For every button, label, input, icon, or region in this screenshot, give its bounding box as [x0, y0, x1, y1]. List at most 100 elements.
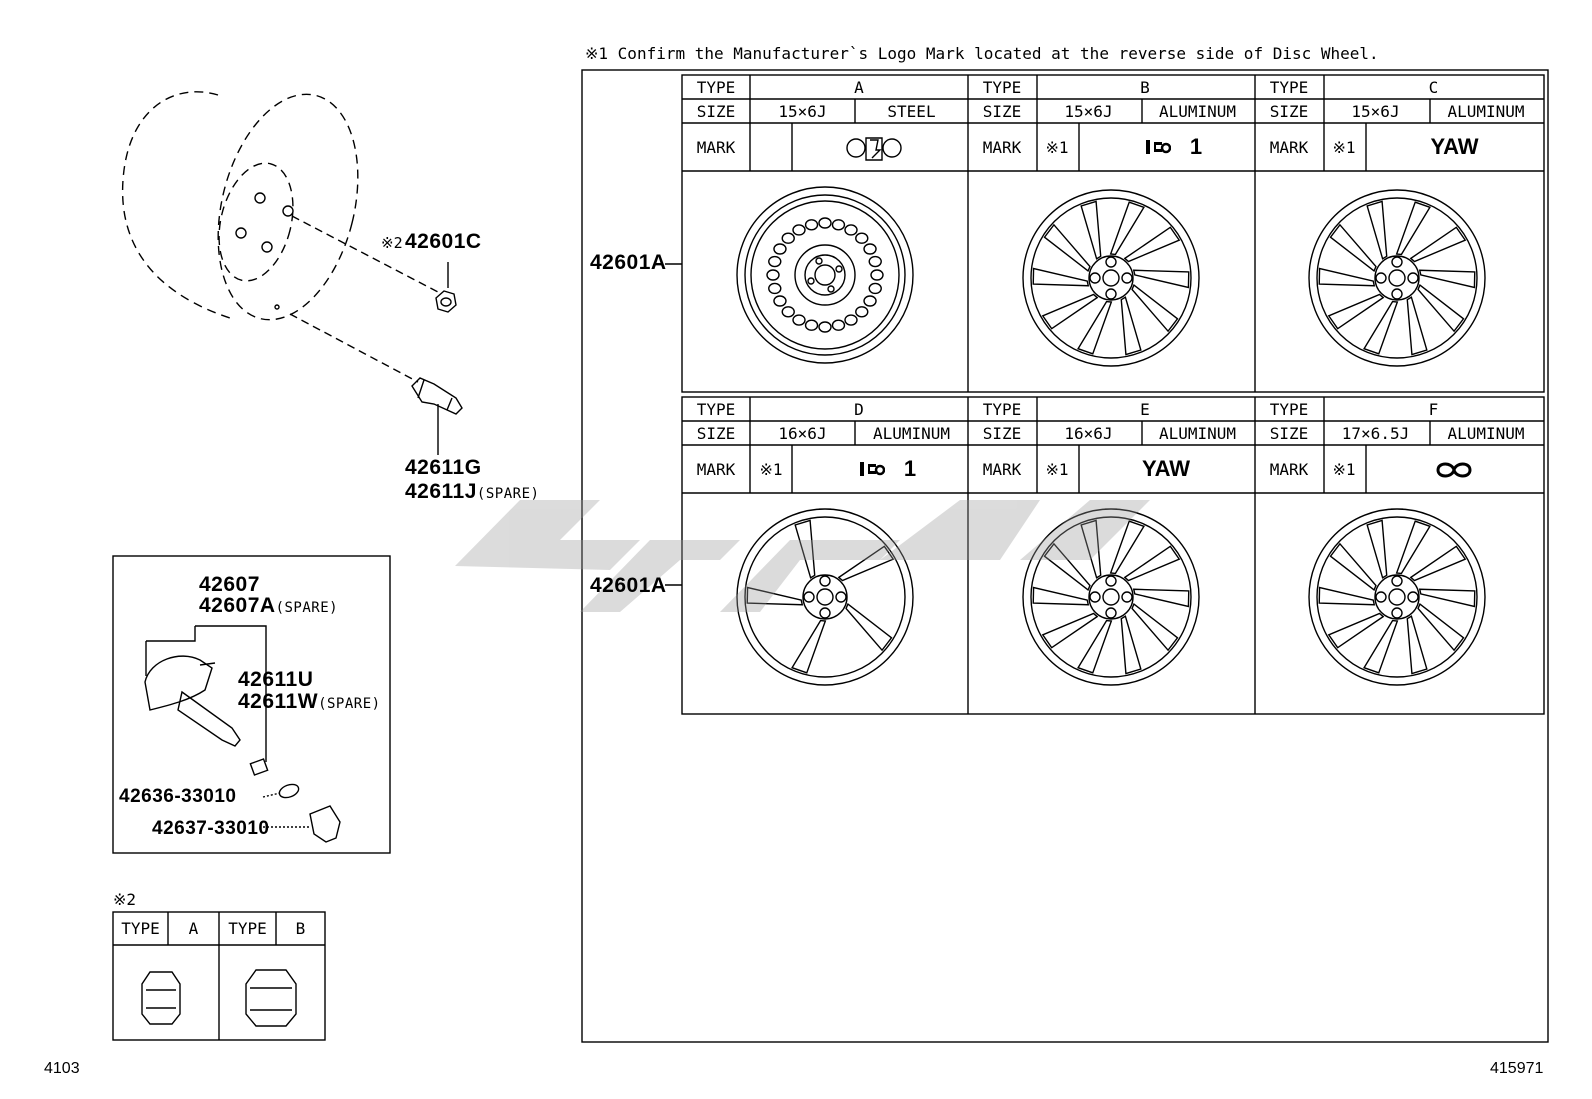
wheel-D-brand-logo-icon — [859, 460, 885, 478]
wheel-F-size-label: SIZE — [1269, 423, 1309, 443]
vent-hole — [868, 255, 882, 268]
vent-hole — [855, 232, 869, 244]
vent-hole — [768, 282, 782, 295]
wheel-D-material: ALUMINUM — [872, 423, 951, 443]
wheel-D-type-label: TYPE — [696, 399, 736, 419]
wheel-F-mark-ref: ※1 — [1332, 459, 1356, 479]
vent-hole — [768, 255, 782, 268]
wheel-F-type: F — [1428, 399, 1439, 419]
wheel-A-type-label: TYPE — [696, 77, 736, 97]
part-number-nut[interactable]: 42601C — [405, 230, 482, 253]
wheel-B-type: B — [1140, 77, 1150, 97]
vent-hole — [818, 321, 832, 333]
part-number-sensor[interactable]: 42607 — [199, 573, 260, 596]
wheel-E-mark: YAW — [1141, 456, 1191, 481]
wheel-F-material: ALUMINUM — [1447, 423, 1525, 443]
valve-stem-drawing — [411, 377, 463, 455]
wheel-E-mark-ref: ※1 — [1045, 459, 1069, 479]
footer-left-code: 4103 — [44, 1060, 80, 1077]
wheel-F-mark-label: MARK — [1269, 459, 1309, 479]
wheel-E-mark-label: MARK — [982, 459, 1022, 479]
lug-nut-drawing — [435, 262, 457, 313]
vent-hole — [792, 314, 806, 326]
wheel-F-size: 17×6.5J — [1341, 423, 1410, 443]
nut-type-b: B — [295, 919, 306, 938]
wheel-B-mark-label: MARK — [982, 137, 1022, 157]
part-number-wheel-row1[interactable]: 42601A — [590, 251, 667, 274]
vent-hole — [818, 217, 832, 229]
part-number-sensor-valve-spare[interactable]: 42611W(SPARE) — [238, 690, 381, 713]
nut-type-a: A — [188, 919, 199, 938]
wheel-D-size: 16×6J — [778, 423, 827, 443]
vent-hole — [855, 306, 869, 318]
wheel-A-mark-ref — [750, 123, 792, 171]
wheel-E-size-label: SIZE — [982, 423, 1022, 443]
wheel-D-size-label: SIZE — [696, 423, 736, 443]
wheel-C-type: C — [1428, 77, 1439, 97]
vent-hole — [831, 319, 846, 331]
hub-holes — [235, 192, 294, 310]
wheel-F-mark — [1365, 445, 1544, 493]
steel-logo-mark-icon — [846, 137, 902, 161]
wheel-F-alloy-drawing — [1308, 508, 1486, 686]
part-number-cap[interactable]: 42637-33010 — [152, 818, 270, 839]
wheel-F-type-label: TYPE — [1269, 399, 1309, 419]
wheel-A-material: STEEL — [887, 101, 936, 121]
wheel-C-size-label: SIZE — [1269, 101, 1309, 121]
wheel-C-size: 15×6J — [1351, 101, 1400, 121]
nut-ref-mark: ※2 — [381, 234, 403, 252]
part-number-valve[interactable]: 42611G — [405, 456, 482, 479]
vent-hole — [773, 295, 787, 307]
wheel-C-mark-label: MARK — [1269, 137, 1309, 157]
wheel-B-type-label: TYPE — [982, 77, 1022, 97]
vent-hole — [844, 314, 858, 326]
nut-type-table-lines — [112, 911, 326, 1041]
wheel-C-material: ALUMINUM — [1447, 101, 1525, 121]
vent-hole — [863, 295, 877, 307]
wheel-B-mark-ref: ※1 — [1045, 137, 1069, 157]
part-number-wheel-row2[interactable]: 42601A — [590, 574, 667, 597]
wheel-C-mark: YAW — [1430, 134, 1479, 159]
wheel-B-alloy-drawing — [1022, 189, 1200, 367]
wheel-B-size: 15×6J — [1064, 101, 1113, 121]
wheel-a-steel-drawing — [736, 186, 914, 364]
vent-hole — [781, 232, 795, 244]
wheel-A-type: A — [854, 77, 864, 97]
wheel-A-mark — [792, 123, 968, 171]
nut-type-label-a: TYPE — [121, 919, 160, 938]
wheel-D-mark-label: MARK — [696, 459, 736, 479]
vent-hole — [844, 224, 858, 236]
wheel-D-alloy-drawing — [736, 508, 914, 686]
wheel-B-mark: 1 — [1078, 123, 1284, 171]
tpms-sensor-drawing — [144, 625, 341, 843]
part-number-sensor-valve[interactable]: 42611U — [238, 668, 314, 691]
vent-hole — [766, 269, 780, 281]
wheel-C-alloy-drawing — [1308, 189, 1486, 367]
wheel-B-size-label: SIZE — [982, 101, 1022, 121]
vent-hole — [831, 219, 846, 231]
vent-hole — [804, 219, 819, 231]
part-number-washer[interactable]: 42636-33010 — [119, 786, 237, 807]
nut-type-label-b: TYPE — [228, 919, 267, 938]
wheel-A-size-label: SIZE — [696, 101, 736, 121]
wheel-B-brand-logo-icon — [1145, 138, 1171, 156]
wheel-drum — [121, 91, 359, 321]
footer-right-code: 415971 — [1490, 1060, 1544, 1077]
infinity-logo-mark-icon — [1436, 462, 1472, 478]
wheel-E-size: 16×6J — [1064, 423, 1113, 443]
wheel-E-type: E — [1140, 399, 1150, 419]
wheel-E-type-label: TYPE — [982, 399, 1022, 419]
wheel-C-mark-ref: ※1 — [1332, 137, 1356, 157]
wheel-E-material: ALUMINUM — [1158, 423, 1237, 443]
part-number-sensor-spare[interactable]: 42607A(SPARE) — [199, 594, 339, 617]
wheel-A-mark-label: MARK — [696, 137, 736, 157]
wheel-E-alloy-drawing — [1022, 508, 1200, 686]
wheel-table-grid — [681, 74, 1545, 715]
vent-hole — [781, 306, 795, 318]
part-number-valve-spare[interactable]: 42611J(SPARE) — [405, 480, 540, 503]
vent-hole — [868, 282, 882, 295]
vent-hole — [863, 243, 877, 255]
vent-hole — [792, 224, 806, 236]
nut-table-title: ※2 — [113, 890, 137, 909]
wheel-B-material: ALUMINUM — [1158, 101, 1237, 121]
